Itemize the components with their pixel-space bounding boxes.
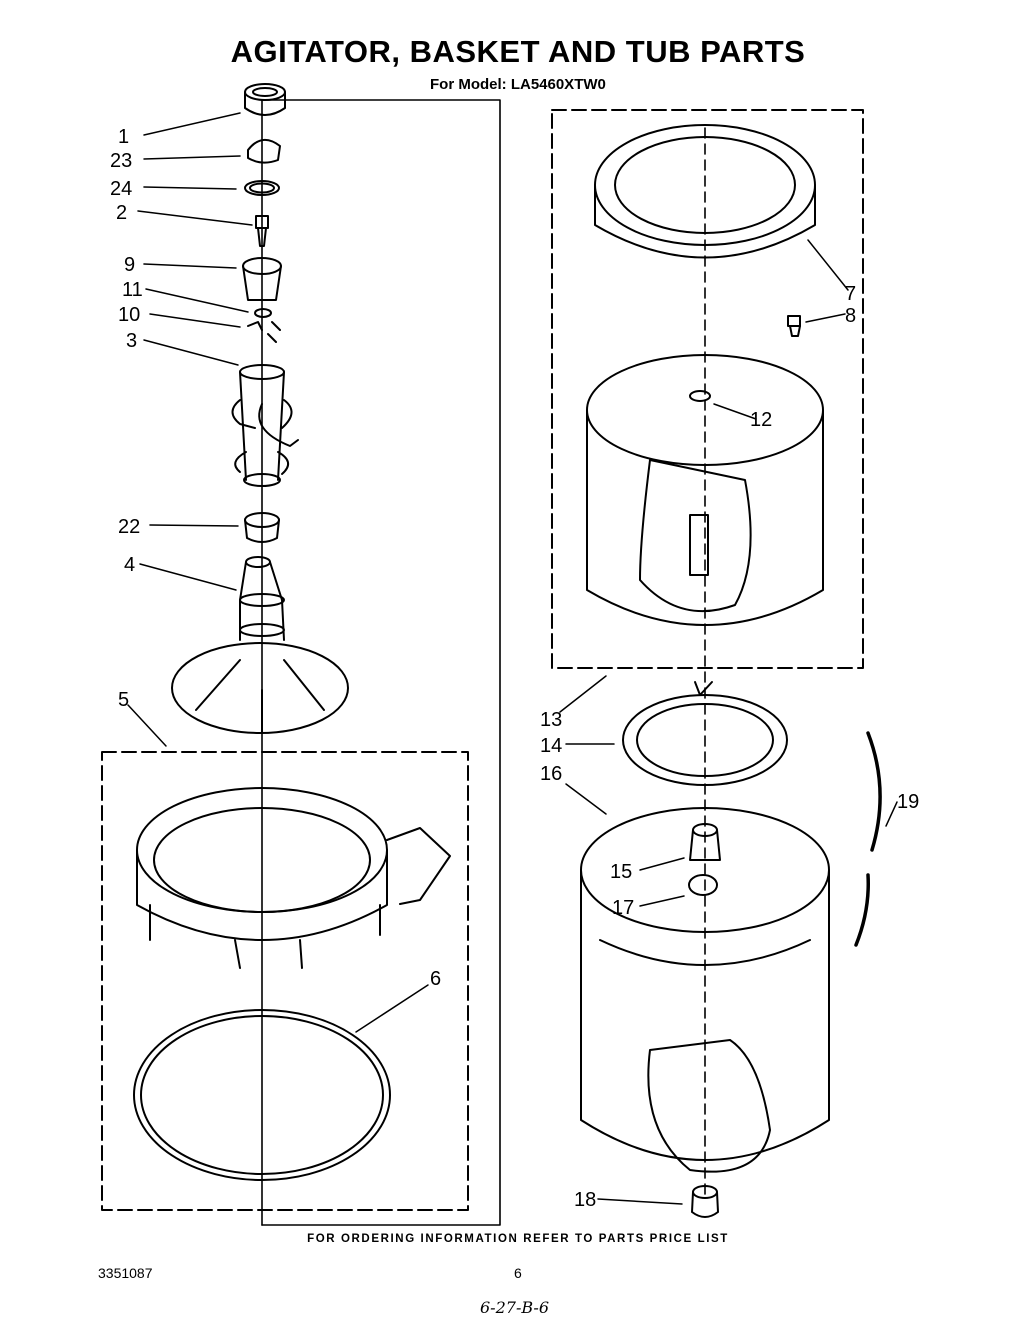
handwritten-note: 6-27-B-6 bbox=[480, 1298, 549, 1317]
agitator-body-part bbox=[231, 364, 299, 487]
callout-label: 5 bbox=[118, 689, 129, 711]
callout-label: 11 bbox=[122, 279, 143, 301]
callout-label: 18 bbox=[574, 1189, 596, 1211]
agitator-dogs-part bbox=[242, 257, 282, 301]
callout-label: 17 bbox=[612, 897, 634, 919]
basket-nut-part bbox=[689, 390, 711, 402]
washer-part bbox=[254, 308, 272, 318]
drive-coupling-part bbox=[244, 512, 280, 543]
connector-frame bbox=[261, 99, 501, 1226]
callout-label: 16 bbox=[540, 763, 562, 785]
drive-hub-part bbox=[171, 556, 349, 734]
page-number: 6 bbox=[514, 1265, 522, 1281]
callout-label: 8 bbox=[845, 305, 856, 327]
tub-ring-part bbox=[136, 787, 451, 969]
tub-ring-group-box bbox=[101, 751, 469, 1211]
callout-label: 14 bbox=[540, 735, 562, 757]
page-title: AGITATOR, BASKET AND TUB PARTS bbox=[230, 34, 806, 69]
leader-lines bbox=[127, 112, 898, 1205]
callout-label: 23 bbox=[110, 150, 132, 172]
callout-label: 2 bbox=[116, 202, 127, 224]
basket-screw-part bbox=[787, 315, 801, 337]
callout-label: 22 bbox=[118, 516, 140, 538]
ordering-note: FOR ORDERING INFORMATION REFER TO PARTS … bbox=[307, 1233, 729, 1245]
callout-label: 12 bbox=[750, 409, 772, 431]
callout-label: 9 bbox=[124, 254, 135, 276]
callout-label: 19 bbox=[897, 791, 919, 813]
callout-label: 15 bbox=[610, 861, 632, 883]
callout-label: 10 bbox=[118, 304, 140, 326]
agitator-cap-part bbox=[244, 83, 286, 116]
tub-ring-gasket-part bbox=[133, 1009, 391, 1181]
callout-labels: 1 23 24 2 9 11 10 3 22 4 5 6 7 8 12 13 1… bbox=[110, 126, 919, 1211]
wash-basket-part bbox=[586, 124, 824, 626]
o-ring-part bbox=[244, 180, 280, 196]
callout-label: 13 bbox=[540, 709, 562, 731]
o-ring-inner bbox=[249, 182, 275, 194]
callout-label: 4 bbox=[124, 554, 135, 576]
callout-label: 6 bbox=[430, 968, 441, 990]
cap-insert-part bbox=[247, 139, 281, 164]
tub-ring-gasket-inner bbox=[140, 1015, 384, 1175]
tub-fitting-part bbox=[689, 823, 721, 861]
callout-label: 1 bbox=[118, 126, 129, 148]
agitator-bolt-part bbox=[255, 215, 269, 247]
spring-part bbox=[247, 321, 281, 343]
hose-part bbox=[854, 731, 882, 947]
drain-fitting-part bbox=[691, 1185, 719, 1218]
tub-nut-part bbox=[688, 874, 718, 896]
callout-label: 7 bbox=[845, 283, 856, 305]
basket-group-box bbox=[551, 109, 864, 669]
callout-label: 3 bbox=[126, 330, 137, 352]
outer-tub-part bbox=[580, 807, 830, 1173]
callout-label: 24 bbox=[110, 178, 132, 200]
document-number: 3351087 bbox=[98, 1265, 153, 1281]
model-subtitle: For Model: LA5460XTW0 bbox=[430, 76, 606, 93]
tub-seal-part bbox=[622, 681, 788, 786]
